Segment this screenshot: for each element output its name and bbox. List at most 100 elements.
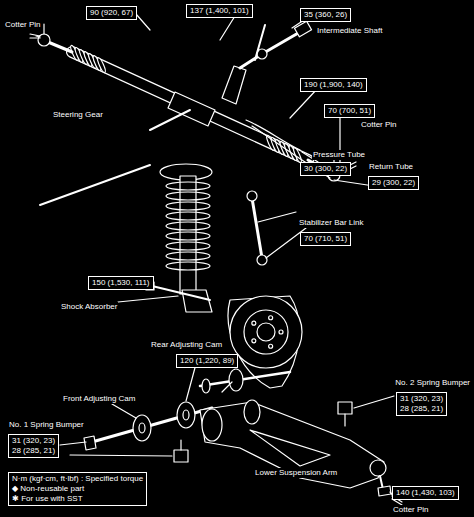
illustration-stroke	[180, 176, 196, 294]
torque-value: 70 (710, 51)	[304, 234, 347, 244]
illustration-stroke	[250, 430, 330, 466]
part-name: No. 1 Spring Bumper	[8, 420, 85, 430]
illustration-stroke	[70, 455, 172, 456]
illustration-stroke	[200, 402, 384, 488]
illustration-stroke	[229, 369, 243, 391]
illustration-stroke	[150, 110, 190, 130]
part-name: No. 2 Spring Bumper	[394, 378, 471, 388]
illustration-stroke	[252, 198, 262, 258]
torque-value: 31 (320, 23)	[12, 436, 55, 446]
illustration-stroke	[354, 396, 394, 408]
illustration-stroke	[183, 410, 189, 420]
illustration-stroke	[257, 323, 275, 341]
torque-box: 90 (920, 67)	[86, 6, 137, 20]
illustration-stroke	[60, 442, 86, 445]
illustration-stroke	[370, 460, 386, 476]
torque-box: 70 (700, 51)	[324, 104, 375, 118]
illustration-stroke	[222, 382, 232, 392]
illustration-stroke	[166, 262, 210, 270]
illustration-stroke	[338, 402, 352, 414]
torque-value: 28 (285, 21)	[12, 446, 55, 456]
part-name: Cotter Pin	[360, 120, 398, 130]
illustration-stroke	[166, 212, 210, 220]
torque-value: 29 (300, 22)	[372, 178, 415, 188]
torque-value: 120 (1,220, 89)	[180, 356, 234, 366]
illustration-stroke	[84, 436, 96, 450]
illustration-stroke	[168, 92, 215, 126]
illustration-stroke	[220, 16, 235, 40]
part-name: Front Adjusting Cam	[62, 394, 136, 404]
torque-value: 140 (1,430, 103)	[396, 488, 455, 498]
illustration-stroke	[133, 415, 151, 441]
part-name: Cotter Pin	[4, 20, 42, 30]
illustration-stroke	[247, 191, 257, 201]
torque-value: 70 (700, 51)	[328, 106, 371, 116]
illustration-stroke	[257, 255, 267, 265]
illustration-stroke	[72, 52, 308, 160]
part-name: Intermediate Shaft	[316, 26, 383, 36]
part-name: Cotter Pin	[392, 505, 430, 515]
illustration-stroke	[139, 423, 145, 433]
illustration-stroke	[166, 252, 210, 260]
illustration-stroke	[166, 202, 210, 210]
illustration-stroke	[378, 486, 391, 496]
torque-value: 31 (320, 23)	[400, 394, 443, 404]
torque-value: 90 (920, 67)	[90, 8, 133, 18]
legend-entry: ◆ Non-reusable part	[12, 484, 143, 494]
illustration-stroke	[118, 296, 178, 302]
illustration-stroke	[166, 192, 210, 200]
part-drawing	[30, 14, 402, 505]
illustration-stroke	[166, 232, 210, 240]
illustration-stroke	[252, 321, 256, 325]
torque-box: 150 (1,530, 111)	[88, 276, 154, 290]
part-name: Lower Suspension Arm	[254, 468, 338, 478]
torque-box: 35 (360, 26)	[300, 8, 351, 22]
torque-box: 31 (320, 23)28 (285, 21)	[8, 434, 59, 458]
illustration-stroke	[252, 339, 256, 343]
illustration-stroke	[244, 310, 288, 354]
illustration-stroke	[166, 182, 210, 190]
legend: N·m (kgf·cm, ft·lbf) : Specified torque◆…	[8, 472, 147, 506]
torque-value: 150 (1,530, 111)	[92, 278, 150, 288]
torque-box: 30 (300, 22)	[300, 162, 351, 176]
part-name: Stabilizer Bar Link	[298, 218, 364, 228]
torque-box: 120 (1,220, 89)	[176, 354, 238, 368]
illustration-stroke	[246, 120, 300, 150]
part-name: Pressure Tube	[312, 150, 366, 160]
part-name: Rear Adjusting Cam	[150, 340, 223, 350]
illustration-stroke	[202, 409, 222, 441]
illustration-stroke	[96, 57, 106, 73]
illustration-stroke	[136, 14, 150, 30]
illustration-stroke	[180, 440, 181, 450]
illustration-stroke	[244, 400, 260, 424]
illustration-stroke	[255, 25, 265, 60]
illustration-stroke	[230, 296, 302, 368]
torque-box: 70 (710, 51)	[300, 232, 351, 246]
illustration-stroke	[112, 404, 136, 418]
illustration-stroke	[279, 330, 283, 334]
part-name: Shock Absorber	[60, 302, 118, 312]
illustration-stroke	[174, 450, 188, 462]
torque-box: 190 (1,900, 140)	[300, 78, 367, 92]
torque-box: 31 (320, 23)28 (285, 21)	[396, 392, 447, 416]
illustration-stroke	[202, 379, 210, 393]
illustration-stroke	[222, 66, 246, 104]
illustration-stroke	[240, 32, 300, 68]
torque-value: 137 (1,400, 101)	[190, 6, 249, 16]
torque-box: 29 (300, 22)	[368, 176, 419, 190]
torque-box: 140 (1,430, 103)	[392, 486, 459, 500]
illustration-stroke	[269, 316, 273, 320]
illustration-stroke	[200, 372, 290, 386]
illustration-stroke	[252, 316, 283, 349]
illustration-stroke	[166, 242, 210, 250]
illustration-stroke	[48, 42, 72, 52]
illustration-stroke	[166, 222, 210, 230]
illustration-stroke	[72, 52, 308, 160]
torque-box: 137 (1,400, 101)	[186, 4, 253, 18]
part-name: Return Tube	[368, 162, 414, 172]
legend-entry: ✱ For use with SST	[12, 494, 143, 504]
illustration-stroke	[344, 414, 345, 426]
legend-entry: N·m (kgf·cm, ft·lbf) : Specified torque	[12, 474, 143, 484]
illustration-stroke	[36, 36, 40, 37]
